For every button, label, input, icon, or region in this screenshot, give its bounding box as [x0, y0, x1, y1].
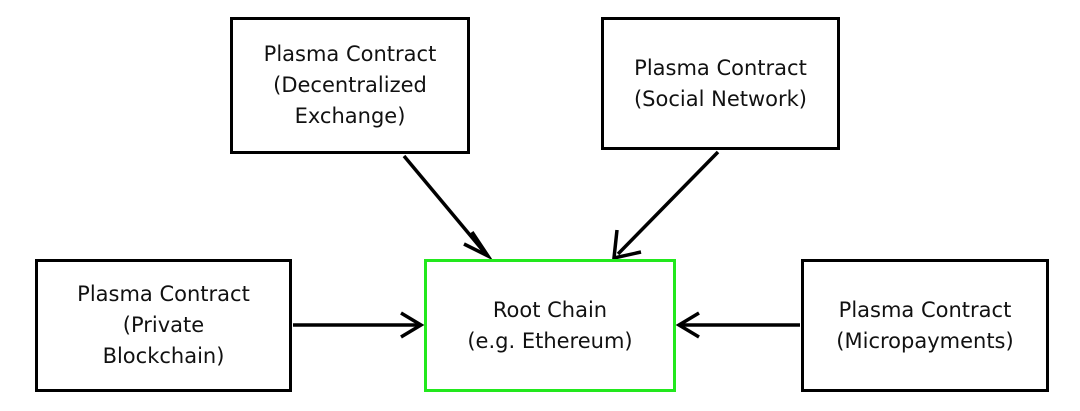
- node-plasma-dex: Plasma Contract (Decentralized Exchange): [230, 17, 470, 154]
- node-label-line: (Decentralized: [273, 73, 427, 97]
- node-label-line: (Social Network): [633, 86, 807, 111]
- edge-dex-to-root: [402, 154, 494, 261]
- node-label-line: Plasma Contract: [634, 55, 807, 80]
- node-label: Plasma Contract (Micropayments): [836, 295, 1013, 357]
- node-label-line: Plasma Contract: [838, 297, 1012, 322]
- node-label-line: (Private: [122, 313, 205, 337]
- node-label-line: Exchange): [294, 104, 406, 128]
- edge-micro-to-root: [675, 311, 800, 339]
- node-label-line: Plasma Contract: [77, 282, 250, 306]
- node-plasma-micropayments: Plasma Contract (Micropayments): [801, 259, 1049, 392]
- node-label-line: Plasma Contract: [263, 42, 437, 66]
- node-label: Root Chain (e.g. Ethereum): [467, 295, 632, 357]
- node-label: Plasma Contract (Decentralized Exchange): [264, 39, 437, 132]
- node-plasma-private-blockchain: Plasma Contract (Private Blockchain): [35, 259, 292, 392]
- node-label-line: Root Chain: [492, 297, 608, 322]
- edge-private-to-root: [293, 311, 425, 339]
- node-plasma-social-network: Plasma Contract (Social Network): [601, 17, 840, 150]
- node-label-line: Blockchain): [102, 344, 225, 368]
- node-label: Plasma Contract (Private Blockchain): [77, 279, 250, 372]
- node-label: Plasma Contract (Social Network): [634, 53, 807, 115]
- node-root-chain: Root Chain (e.g. Ethereum): [424, 259, 676, 392]
- node-label-line: (Micropayments): [836, 328, 1014, 353]
- node-label-line: (e.g. Ethereum): [467, 328, 633, 353]
- edge-social-to-root: [612, 150, 720, 261]
